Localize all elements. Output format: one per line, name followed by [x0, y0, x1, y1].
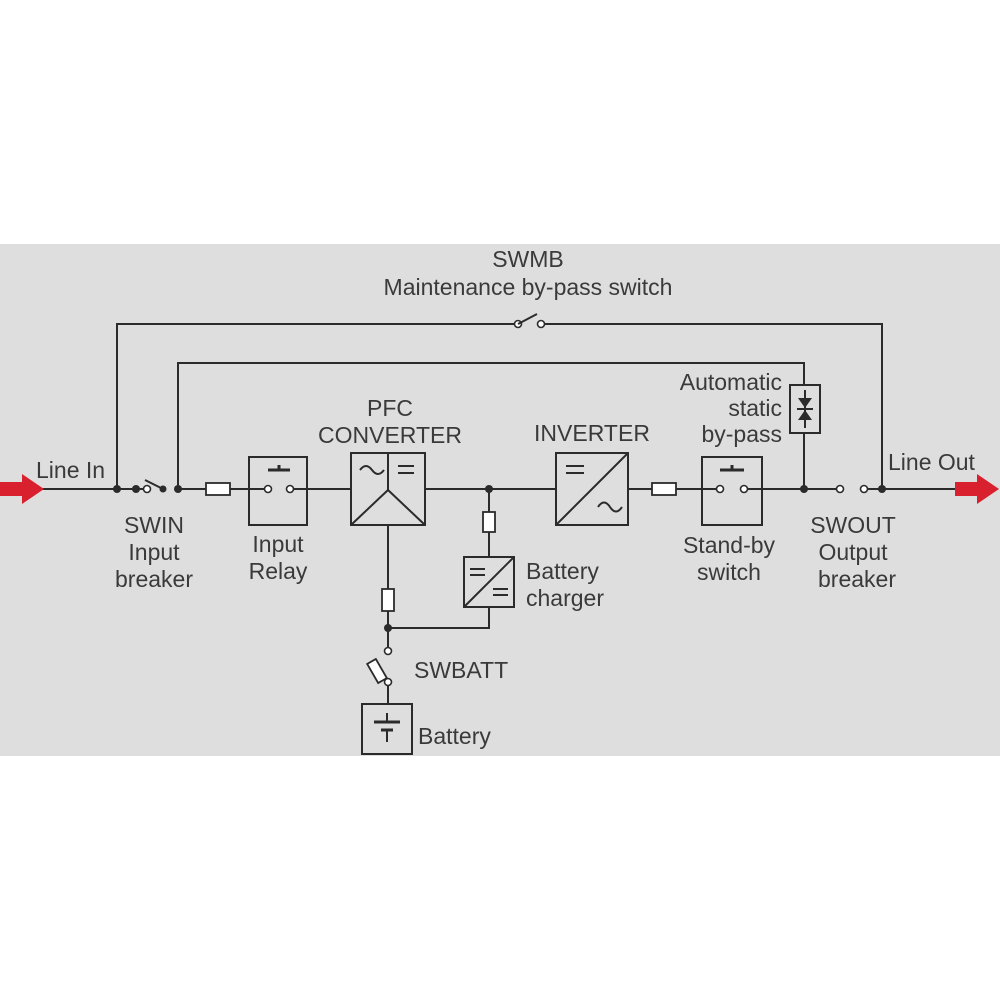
- pfc-label-line1: PFC: [367, 395, 413, 421]
- node-swin-in: [132, 485, 140, 493]
- node-maintenance-out: [878, 485, 886, 493]
- static-bypass-thyristor-icon: [789, 384, 821, 434]
- static-bypass-wire-top: [177, 362, 805, 489]
- maintenance-bypass-wire-left: [116, 323, 514, 489]
- standby-label-line2: switch: [697, 559, 761, 585]
- maintenance-bypass-wire-right: [543, 323, 883, 489]
- inverter-icon: [555, 452, 629, 526]
- swout-contact-right: [859, 484, 869, 494]
- swmb-blade: [517, 313, 538, 325]
- node-charger: [485, 485, 493, 493]
- pfc-label-line2: CONVERTER: [318, 422, 462, 448]
- swout-desc-line2: breaker: [818, 566, 896, 592]
- swbatt-switch-icon: [365, 646, 393, 687]
- pfc-converter-icon: [350, 452, 426, 526]
- standby-switch-icon: [701, 456, 763, 526]
- swin-desc-line1: Input: [128, 539, 180, 565]
- node-maintenance-in: [113, 485, 121, 493]
- battery-charger-icon: [463, 556, 515, 608]
- swout-contact-left: [835, 484, 845, 494]
- bypass-label-line3: by-pass: [701, 421, 782, 447]
- swbatt-label: SWBATT: [414, 657, 508, 683]
- fuse-input-icon: [205, 482, 231, 496]
- fuse-charger-icon: [482, 511, 496, 533]
- swin-contact-left: [142, 484, 152, 494]
- node-bypass-in: [174, 485, 182, 493]
- line-out-label: Line Out: [888, 449, 976, 475]
- input-relay-icon: [248, 456, 308, 526]
- input-relay-label-line2: Relay: [249, 558, 308, 584]
- swin-label: SWIN: [124, 512, 184, 538]
- charger-return-wire: [387, 607, 490, 651]
- swout-label: SWOUT: [810, 512, 896, 538]
- swmb-contact-right: [536, 319, 546, 329]
- swout-desc-line1: Output: [818, 539, 888, 565]
- line-out-arrow: [955, 474, 999, 504]
- standby-label-line1: Stand-by: [683, 532, 776, 558]
- node-bypass-out: [800, 485, 808, 493]
- bypass-label-line1: Automatic: [680, 369, 782, 395]
- diagram-panel: [0, 244, 1000, 756]
- swmb-description: Maintenance by-pass switch: [384, 274, 673, 300]
- bypass-label-line2: static: [728, 395, 782, 421]
- input-relay-label-line1: Input: [252, 531, 304, 557]
- fuse-output-icon: [651, 482, 677, 496]
- line-in-arrow: [0, 474, 44, 504]
- line-in-label: Line In: [36, 457, 105, 483]
- charger-label-line1: Battery: [526, 558, 599, 584]
- charger-label-line2: charger: [526, 585, 604, 611]
- fuse-battery-icon: [381, 588, 395, 612]
- swin-blade: [144, 479, 164, 490]
- node-battery-bus: [384, 624, 392, 632]
- swmb-label: SWMB: [492, 246, 564, 272]
- swin-desc-line2: breaker: [115, 566, 193, 592]
- battery-icon: [361, 703, 413, 755]
- battery-label: Battery: [418, 723, 491, 749]
- inverter-label: INVERTER: [534, 420, 650, 446]
